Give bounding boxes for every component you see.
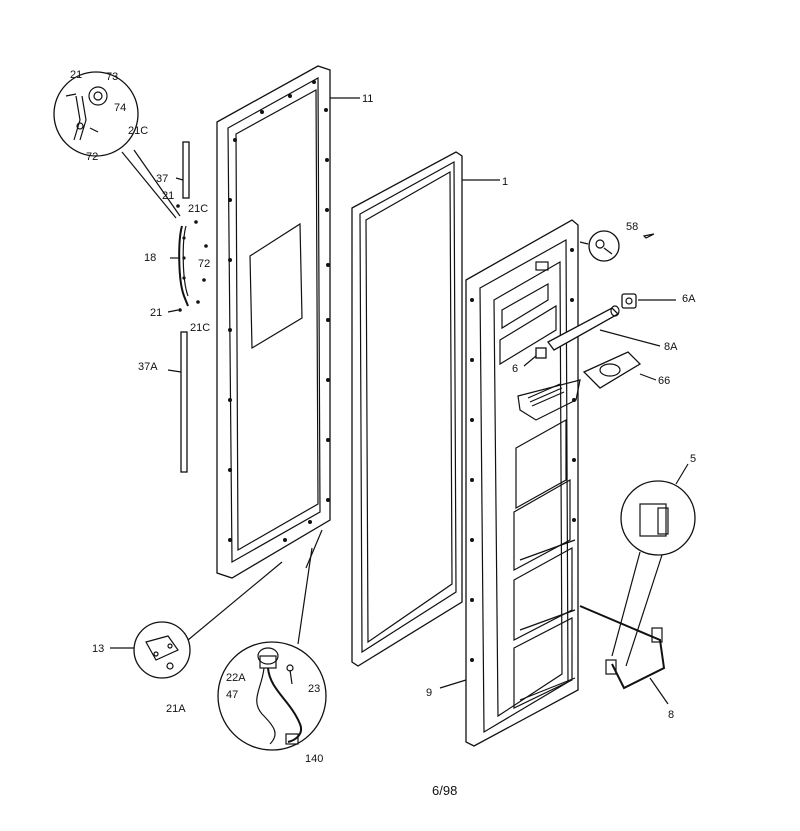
callout-21-bot: 21 (150, 307, 162, 319)
door-inner-liner (439, 219, 581, 747)
door-gasket (351, 151, 500, 667)
callout-11: 11 (362, 93, 373, 105)
callout-47: 47 (226, 689, 238, 701)
callout-8A: 8A (664, 341, 678, 353)
callout-9: 9 (426, 687, 432, 699)
callout-140: 140 (305, 753, 323, 765)
wiring-inset (217, 529, 327, 751)
callout-21C-top: 21C (188, 203, 208, 215)
callout-5: 5 (690, 453, 696, 465)
callout-22A: 22A (226, 672, 246, 684)
callout-6: 6 (512, 363, 518, 375)
bracket-8 (579, 605, 669, 705)
callout-8: 8 (668, 709, 674, 721)
callout-1: 1 (502, 176, 508, 188)
callout-labels: 11 1 58 6A 8A 6 66 5 8 9 13 21A 22A 47 2… (70, 69, 696, 765)
callout-72-mid: 72 (198, 258, 210, 270)
callout-13: 13 (92, 643, 104, 655)
callout-23: 23 (308, 683, 320, 695)
inset-part-13 (110, 561, 283, 679)
screw-inset-58 (579, 230, 655, 262)
callout-58: 58 (626, 221, 638, 233)
callout-21C-bot: 21C (190, 322, 210, 334)
hinge-detail-inset (53, 71, 139, 157)
callout-21-inset: 21 (70, 69, 82, 81)
rod-8A (547, 305, 661, 351)
callout-37A: 37A (138, 361, 158, 373)
clip-6A (621, 293, 676, 309)
callout-21-top: 21 (162, 190, 174, 202)
callout-21A: 21A (166, 703, 186, 715)
door-outer-panel (216, 65, 360, 579)
bracket-6 (523, 347, 547, 367)
hinge-parts (121, 141, 208, 473)
callout-73: 73 (106, 71, 118, 83)
inset-part-5 (611, 463, 696, 667)
callout-74: 74 (114, 102, 126, 114)
dispenser-paddle-66 (582, 351, 657, 389)
callout-6A: 6A (682, 293, 696, 305)
callout-18: 18 (144, 252, 156, 264)
callout-21C-inset: 21C (128, 125, 148, 137)
callout-37: 37 (156, 173, 168, 185)
callout-72-inset: 72 (86, 151, 98, 163)
callout-66: 66 (658, 375, 670, 387)
footer-date-code: 6/98 (432, 783, 457, 798)
